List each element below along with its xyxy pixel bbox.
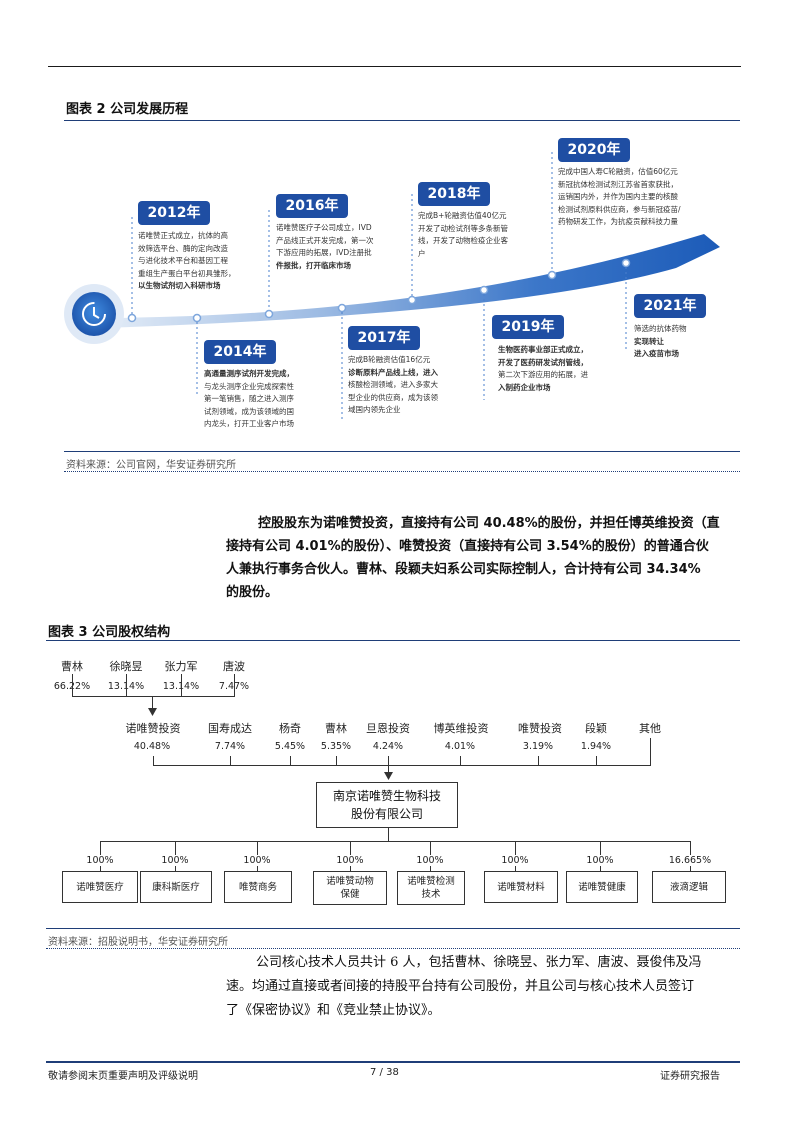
shareholder-name: 博英维投资 <box>433 722 489 735</box>
holder-name: 曹林 <box>61 660 83 673</box>
development-timeline: 2012年 诺唯赞正式成立，抗体的高 效筛选平台、酶的定向改造 与进化技术平台和… <box>64 122 740 450</box>
connector <box>152 696 153 712</box>
figure-2-source-rule <box>64 471 740 472</box>
shareholder-pct: 5.35% <box>320 741 352 752</box>
shareholder-pct: 7.74% <box>214 741 246 752</box>
shareholder-name: 唯赞投资 <box>518 722 562 735</box>
milestone-2014-year: 2014年 <box>204 340 276 364</box>
milestone-2017-text: 完成B轮融资估值16亿元 诊断原料产品线上线，进入 核酸检测领域，进入多家大 型… <box>348 355 438 415</box>
shareholder-pct: 4.24% <box>372 741 404 752</box>
shareholder-paragraph: 控股股东为诺唯赞投资，直接持有公司 40.48%的股份，并担任博英维投资（直 接… <box>226 516 720 600</box>
company-box: 南京诺唯赞生物科技 股份有限公司 <box>316 782 458 828</box>
arrow-down-icon <box>384 772 393 780</box>
subsidiary-pct: 100% <box>410 855 450 866</box>
shareholder-pct: 3.19% <box>522 741 554 752</box>
subsidiary-pct: 16.665% <box>664 855 716 866</box>
subsidiary-box: 诺唯赞动物保健 <box>313 871 387 905</box>
subsidiary-box: 唯赞商务 <box>224 871 292 903</box>
milestone-2020-text: 完成中国人寿C轮融资，估值60亿元 新冠抗体检测试剂江苏省首家获批， 运销国内外… <box>558 167 681 227</box>
shareholder-name: 曹林 <box>325 722 347 735</box>
milestone-2016-text: 诺唯赞医疗子公司成立，IVD 产品线正式开发完成，第一次 下游应用的拓展，IVD… <box>276 223 374 270</box>
shareholder-name: 诺唯赞投资 <box>125 722 181 735</box>
subsidiary-pct: 100% <box>80 855 120 866</box>
timeline-graphic <box>64 152 720 420</box>
footer-rule <box>46 1061 740 1063</box>
connector <box>153 756 154 766</box>
growth-arrow <box>104 234 720 328</box>
figure-2-source: 资料来源：公司官网，华安证券研究所 <box>66 460 236 471</box>
connector <box>153 765 651 766</box>
holder-pct: 13.14% <box>159 681 203 692</box>
connector <box>72 674 73 696</box>
holder-name: 唐波 <box>223 660 245 673</box>
connector <box>388 827 389 841</box>
milestone-2018-year: 2018年 <box>418 182 490 206</box>
subsidiary-box: 液滴逻辑 <box>652 871 726 903</box>
shareholder-pct: 1.94% <box>580 741 612 752</box>
figure-2-top-rule <box>64 120 740 121</box>
subsidiary-pct: 100% <box>330 855 370 866</box>
subsidiary-box: 康科斯医疗 <box>140 871 212 903</box>
milestone-2021-year: 2021年 <box>634 294 706 318</box>
footer-disclaimer: 敬请参阅末页重要声明及评级说明 <box>48 1071 198 1082</box>
connector <box>290 756 291 766</box>
shareholder-name: 国寿成达 <box>208 722 252 735</box>
shareholder-pct: 40.48% <box>133 741 171 752</box>
connector <box>460 756 461 766</box>
figure-3-bottom-rule <box>46 928 740 929</box>
milestone-2012-year: 2012年 <box>138 201 210 225</box>
milestone-2020-year: 2020年 <box>558 138 630 162</box>
holder-pct: 66.22% <box>50 681 94 692</box>
core-tech-paragraph: 公司核心技术人员共计 6 人，包括曹林、徐晓昱、张力军、唐波、聂俊伟及冯 速。均… <box>226 955 702 1018</box>
shareholder-name: 段颖 <box>585 722 607 735</box>
shareholder-pct: 5.45% <box>274 741 306 752</box>
shareholder-name: 其他 <box>639 722 661 735</box>
figure-3-title: 图表 3 公司股权结构 <box>48 625 171 640</box>
figure-2-bottom-rule <box>64 451 740 452</box>
connector <box>181 674 182 696</box>
subsidiary-box: 诺唯赞健康 <box>566 871 638 903</box>
milestone-2018-text: 完成B+轮融资估值40亿元 开发了动检试剂等多条新管 线，开发了动物检疫企业客 … <box>418 211 508 258</box>
connector <box>336 756 337 766</box>
header-rule <box>48 66 741 67</box>
connector <box>538 756 539 766</box>
figure-3-source: 资料来源：招股说明书，华安证券研究所 <box>48 937 228 948</box>
milestone-2021-text: 筛选的抗体药物 实现转让 进入疫苗市场 <box>634 324 687 359</box>
connector <box>100 841 690 842</box>
connector <box>126 674 127 696</box>
milestone-2019-year: 2019年 <box>492 315 564 339</box>
arrow-down-icon <box>148 708 157 716</box>
subsidiary-pct: 100% <box>580 855 620 866</box>
subsidiary-pct: 100% <box>237 855 277 866</box>
figure-2-title: 图表 2 公司发展历程 <box>66 102 189 117</box>
milestone-2019-text: 生物医药事业部正式成立， 开发了医药研发试剂管线， 第二次下游应用的拓展，进 入… <box>498 345 588 392</box>
connector <box>72 696 235 697</box>
shareholder-name: 杨奇 <box>279 722 301 735</box>
subsidiary-pct: 100% <box>155 855 195 866</box>
milestone-2012-text: 诺唯赞正式成立，抗体的高 效筛选平台、酶的定向改造 与进化技术平台和基因工程 重… <box>138 231 236 291</box>
connector <box>596 756 597 766</box>
figure-3-source-rule <box>46 948 740 949</box>
holder-name: 徐晓昱 <box>109 660 143 673</box>
subsidiary-box: 诺唯赞检测技术 <box>397 871 465 905</box>
connector <box>388 765 389 775</box>
milestone-2017-year: 2017年 <box>348 326 420 350</box>
holder-name: 张力军 <box>164 660 198 673</box>
connector <box>650 738 651 766</box>
shareholder-pct: 4.01% <box>444 741 476 752</box>
milestone-2014-text: 高通量测序试剂开发完成， 与龙头测序企业完成探索性 第一笔销售，随之进入测序 试… <box>204 369 294 429</box>
figure-3-top-rule <box>46 640 740 641</box>
subsidiary-pct: 100% <box>495 855 535 866</box>
footer-report-type: 证券研究报告 <box>660 1071 720 1082</box>
holder-pct: 13.14% <box>104 681 148 692</box>
connector <box>230 756 231 766</box>
milestone-2016-year: 2016年 <box>276 194 348 218</box>
subsidiary-box: 诺唯赞医疗 <box>62 871 138 903</box>
page-number: 7 / 38 <box>370 1067 399 1078</box>
connector <box>234 674 235 696</box>
subsidiary-box: 诺唯赞材料 <box>484 871 558 903</box>
connector <box>388 756 389 766</box>
shareholder-name: 旦恩投资 <box>366 722 410 735</box>
